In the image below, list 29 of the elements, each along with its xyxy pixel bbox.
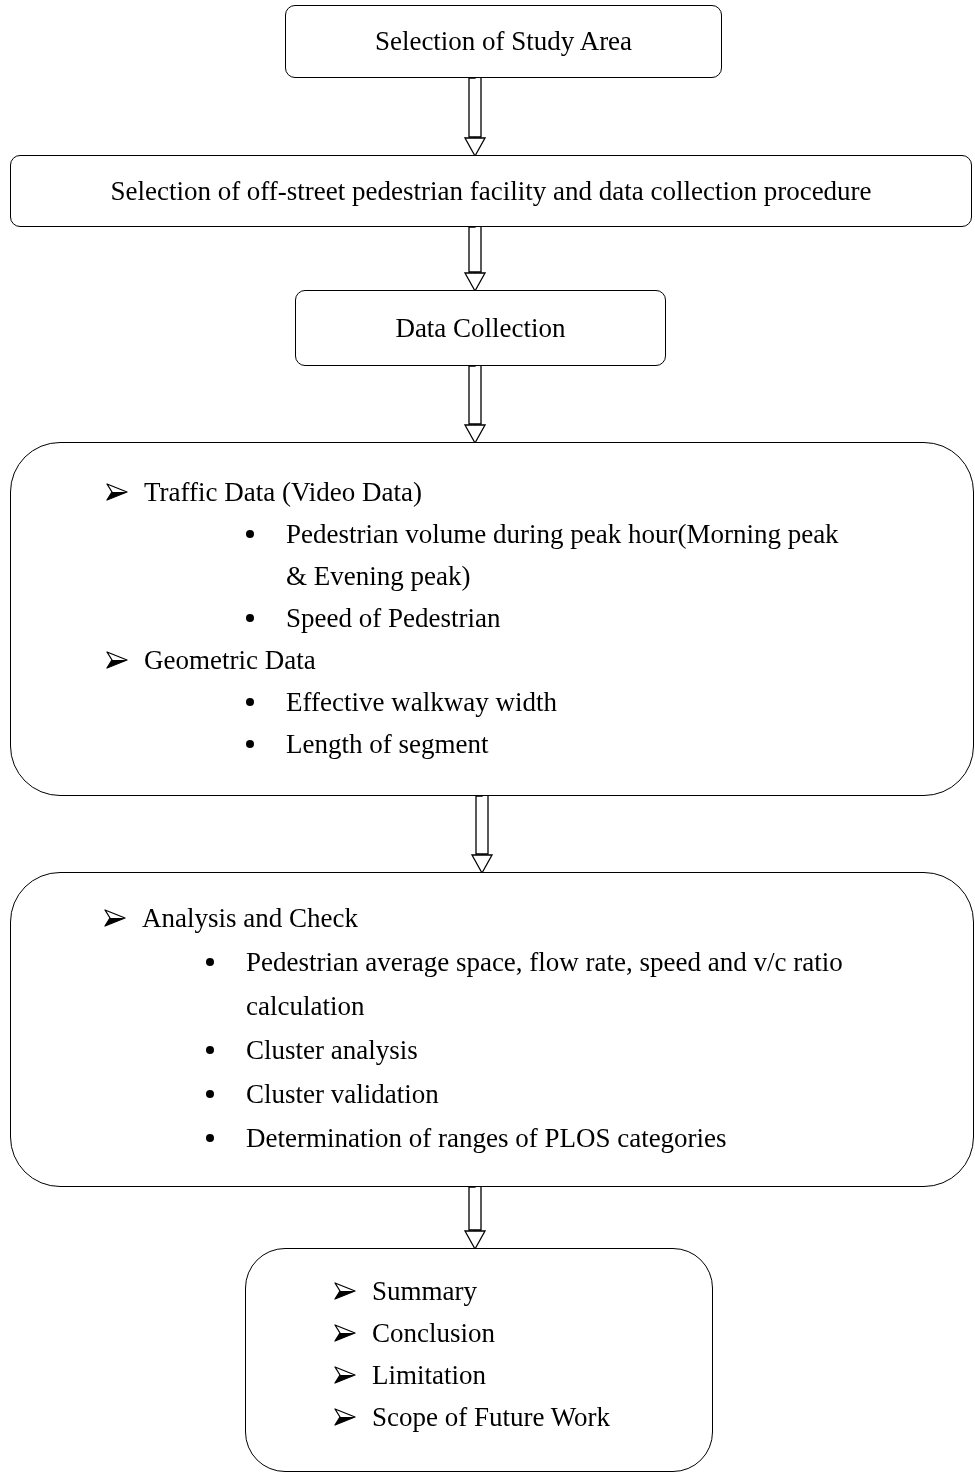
process-box (10, 872, 974, 1187)
hollow-arrow (464, 364, 486, 444)
list-item-text: Cluster validation (246, 1078, 439, 1111)
process-box (10, 155, 972, 227)
process-box (10, 442, 974, 796)
hollow-arrow (464, 1185, 486, 1250)
process-box (245, 1248, 713, 1472)
list-item-text: Conclusion (372, 1317, 495, 1350)
list-item-text: Effective walkway width (286, 686, 557, 719)
list-item-text: Length of segment (286, 728, 489, 761)
list-item-text: Summary (372, 1275, 477, 1308)
list-item-text: Pedestrian average space, flow rate, speed and v/c ratio calculation (246, 946, 844, 1023)
list-item-text: Geometric Data (144, 644, 316, 677)
process-box (295, 290, 666, 366)
list-item-text: Analysis and Check (142, 902, 358, 935)
list-item-text: Traffic Data (Video Data) (144, 476, 423, 509)
list-item-text: Scope of Future Work (372, 1401, 611, 1434)
hollow-arrow (471, 794, 493, 874)
hollow-arrow (464, 225, 486, 292)
list-item-text: Limitation (372, 1359, 486, 1392)
box-text: Selection of Study Area (374, 26, 633, 57)
list-item-text: Speed of Pedestrian (286, 602, 501, 635)
list-item-text: Determination of ranges of PLOS categories (246, 1122, 727, 1155)
list-item-text: Pedestrian volume during peak hour(Morning peak & Evening peak) (286, 518, 840, 593)
hollow-arrow (464, 76, 486, 157)
box-text: Data Collection (395, 312, 566, 344)
list-item-text: Cluster analysis (246, 1034, 418, 1067)
process-box (285, 5, 722, 78)
box-text: Selection of off-street pedestrian facility and data collection procedure (110, 175, 872, 207)
